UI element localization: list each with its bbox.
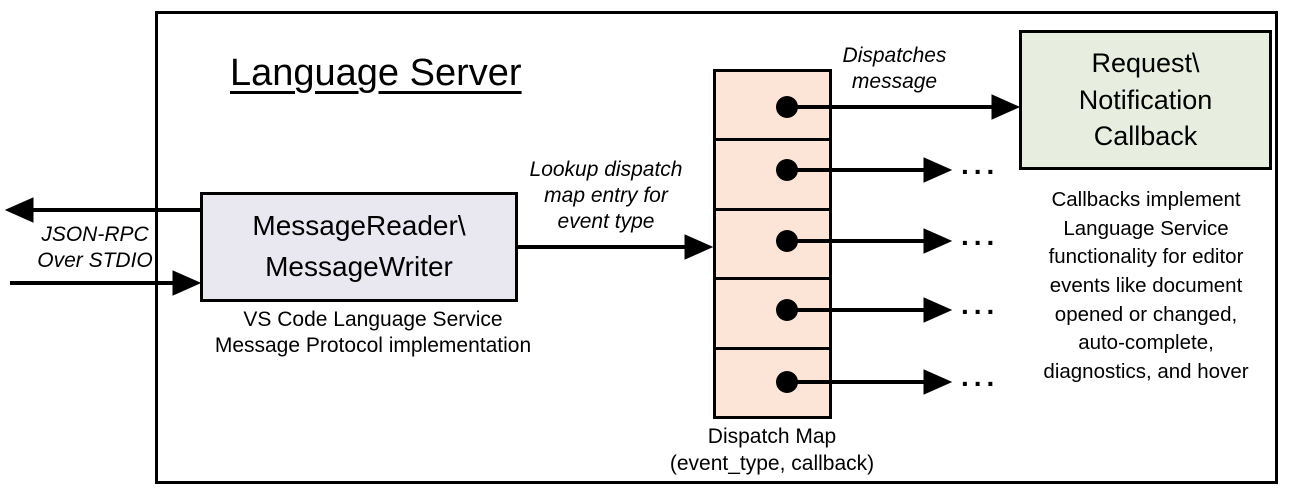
dispatch-map-caption: Dispatch Map (event_type, callback) <box>646 424 898 478</box>
ellipsis-row4: ... <box>961 289 1000 320</box>
lookup-label-line1: Lookup dispatch <box>529 158 683 181</box>
message-box-line2: MessageWriter <box>265 251 453 282</box>
callbacks-note-line2: Language Service <box>1063 216 1229 240</box>
dispatches-message-label: Dispatches message <box>817 43 972 95</box>
callback-box-line3: Callback <box>1093 121 1198 152</box>
lookup-label-line2: map entry for <box>544 184 668 208</box>
callbacks-note-line4: events like document <box>1049 274 1243 298</box>
callbacks-note-line5: opened or changed, <box>1054 302 1238 326</box>
dispatch-map-cell <box>716 207 829 277</box>
callbacks-note: Callbacks implement Language Service fun… <box>1021 186 1271 387</box>
callback-box-line2: Notification <box>1078 84 1213 115</box>
ellipsis-row2: ... <box>961 149 1000 180</box>
message-box-line1: MessageReader\ <box>252 210 466 242</box>
language-server-container <box>155 11 1278 484</box>
message-box-caption: VS Code Language Service Message Protoco… <box>193 307 553 359</box>
diagram-title: Language Server <box>230 52 522 94</box>
callback-box-line1: Request\ <box>1091 48 1200 79</box>
callbacks-note-line3: functionality for editor <box>1048 245 1244 269</box>
dispatch-map-cell <box>716 72 829 138</box>
callbacks-note-line7: diagnostics, and hover <box>1043 360 1249 384</box>
lookup-label-line3: event type <box>557 210 655 234</box>
dispatches-label-line2: message <box>851 70 938 94</box>
io-label-line1: JSON-RPC <box>41 223 149 246</box>
map-caption-line1: Dispatch Map <box>707 425 837 448</box>
ellipsis-row5: ... <box>961 361 1000 392</box>
dispatch-map <box>713 69 832 419</box>
lookup-dispatch-label: Lookup dispatch map entry for event type <box>517 157 695 235</box>
dispatch-map-cell <box>716 138 829 207</box>
request-notification-callback-box: Request\ Notification Callback <box>1019 30 1272 170</box>
io-label-line2: Over STDIO <box>37 249 153 273</box>
callbacks-note-line6: auto-complete, <box>1078 331 1214 355</box>
message-caption-line2: Message Protocol implementation <box>214 334 532 358</box>
message-caption-line1: VS Code Language Service <box>243 308 503 331</box>
message-reader-writer-box: MessageReader\ MessageWriter <box>200 192 518 302</box>
json-rpc-stdio-label: JSON-RPC Over STDIO <box>15 222 175 274</box>
callbacks-note-line1: Callbacks implement <box>1051 188 1241 211</box>
dispatch-map-cell <box>716 277 829 346</box>
dispatch-map-cell <box>716 346 829 416</box>
dispatches-label-line1: Dispatches <box>842 44 947 67</box>
ellipsis-row3: ... <box>961 220 1000 251</box>
map-caption-line2: (event_type, callback) <box>669 451 875 475</box>
stdio-out-arrowhead <box>4 197 34 223</box>
